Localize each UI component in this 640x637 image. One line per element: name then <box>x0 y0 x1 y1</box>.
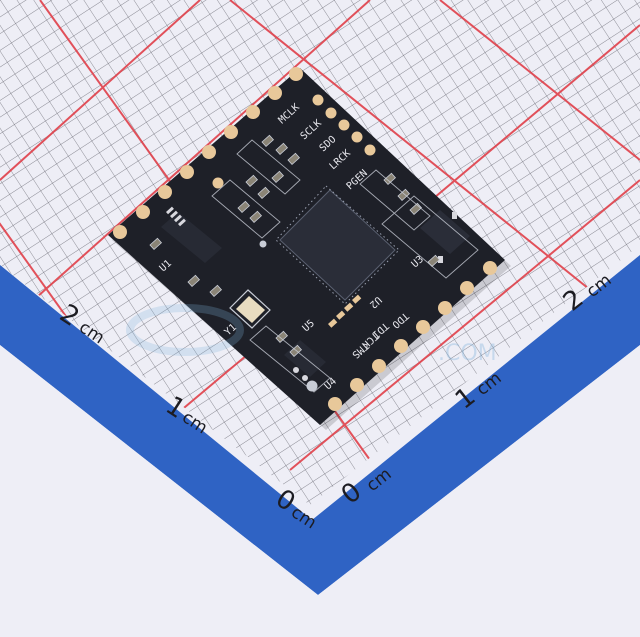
test-pads <box>212 94 376 189</box>
vias <box>259 240 318 392</box>
silkscreen-outlines <box>211 139 479 393</box>
chip-u1: U1 <box>158 206 222 274</box>
chip-u2 <box>275 185 400 305</box>
pcb-module: MCLK SCLK SDO LRCK PGEN U1 Y1 <box>108 67 511 430</box>
castellated-pads-top-left <box>113 67 303 239</box>
passive-components <box>149 134 441 358</box>
ruler-band <box>0 255 640 595</box>
castellated-pads-bottom-right <box>328 261 497 411</box>
watermark-text: .COM <box>438 341 497 366</box>
watermark: .COM <box>126 304 497 366</box>
